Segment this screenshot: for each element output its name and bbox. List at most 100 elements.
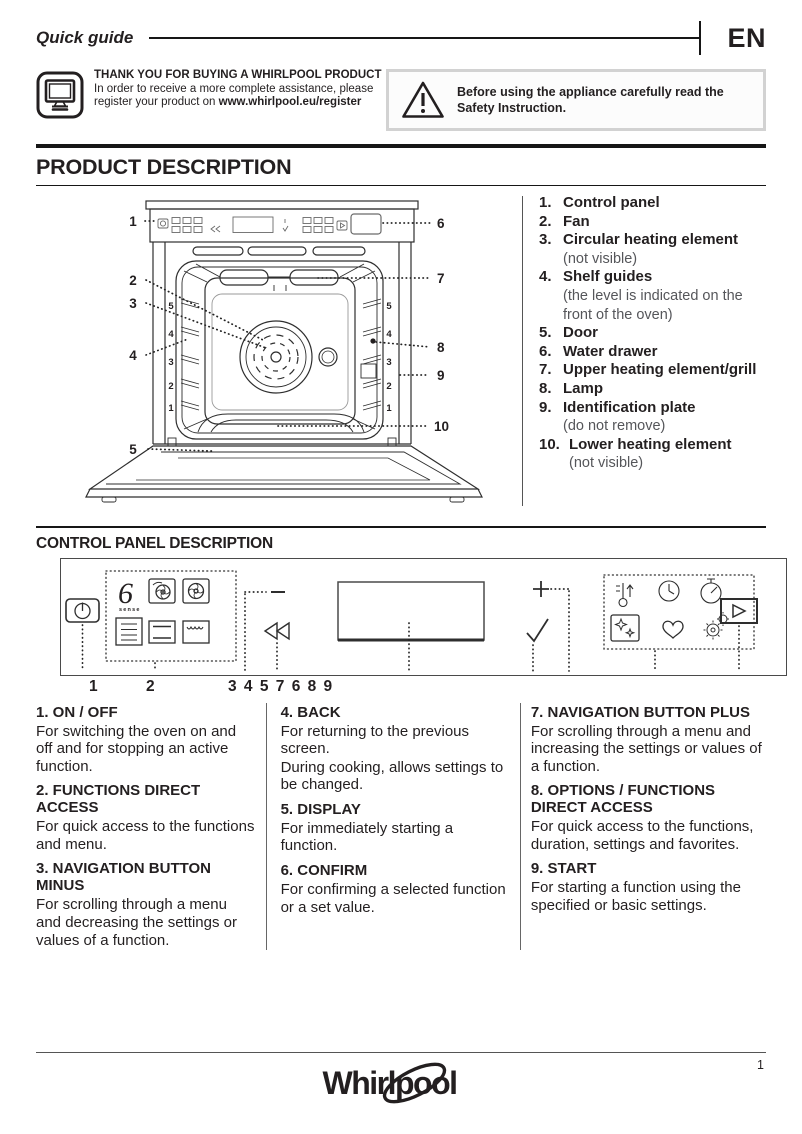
svg-text:2: 2: [129, 273, 137, 288]
svg-text:5: 5: [129, 442, 137, 457]
shelf-level-numbers-right: 5 4 3 2 1: [386, 301, 392, 414]
warning-triangle-icon: [402, 81, 444, 118]
svg-text:4: 4: [129, 348, 137, 363]
item-heading: 1. ON / OFF: [36, 703, 118, 721]
thermometer-icon: [616, 582, 634, 607]
upper-heating-element: [195, 263, 365, 291]
svg-text:10: 10: [434, 419, 449, 434]
svg-text:3: 3: [168, 357, 173, 368]
part-item: 2.Fan: [539, 212, 590, 230]
timer-icon: [700, 577, 722, 604]
oven-diagram: 5 4 3 2 1 5 4 3 2 1: [85, 200, 483, 503]
item-heading: 4. BACK: [280, 703, 341, 721]
svg-text:1: 1: [129, 214, 137, 229]
control-panel-figure: 6 sense: [60, 557, 787, 676]
item-heading: 7. NAVIGATION BUTTON PLUS: [530, 703, 751, 721]
cavity-bottom: [197, 413, 365, 433]
svg-text:5: 5: [386, 301, 392, 312]
register-url: www.whirlpool.eu/register: [218, 96, 362, 108]
part-item: 4.Shelf guides(the level is indicated on…: [539, 268, 743, 323]
language-code: EN: [727, 22, 766, 53]
section-rule: [36, 526, 766, 528]
panel-callout-lines: [81, 587, 740, 672]
part-item: 8.Lamp: [539, 379, 604, 397]
register-block: THANK YOU FOR BUYING A WHIRLPOOL PRODUCT…: [36, 69, 386, 131]
fan: [239, 320, 313, 394]
description-column-2: 4. BACK For returning to the previous sc…: [265, 702, 520, 951]
item-heading: 8. OPTIONS / FUNCTIONS DIRECT ACCESS: [530, 782, 716, 817]
register-monitor-icon: [36, 71, 84, 119]
options-group: [603, 573, 755, 650]
header-rule: [149, 37, 699, 39]
clean-sparkle-icon: [610, 613, 640, 642]
whirlpool-logo: Whirlpool: [319, 1056, 484, 1110]
part-item: 3.Circular heating element(not visible): [539, 231, 739, 267]
svg-text:1: 1: [168, 403, 174, 414]
clock-icon: [658, 579, 680, 602]
oven-cavity: [175, 260, 384, 440]
svg-text:sense: sense: [119, 607, 141, 613]
oven-mini-control-panel: [157, 213, 382, 235]
svg-text:6: 6: [437, 216, 445, 231]
page-number: 1: [757, 1058, 764, 1072]
item-heading: 3. NAVIGATION BUTTON MINUS: [36, 860, 212, 895]
display-screen: [337, 580, 485, 641]
settings-gears-icon: [703, 611, 729, 639]
grill-icon: [182, 619, 210, 644]
svg-text:1: 1: [386, 403, 392, 414]
water-drawer: [350, 213, 382, 235]
svg-text:5: 5: [168, 301, 174, 312]
lamp-marker: [370, 338, 376, 344]
menu-lines-icon: [115, 616, 143, 646]
button-descriptions: 1. ON / OFF For switching the oven on an…: [36, 702, 766, 951]
part-item: 9.Identification plate(do not remove): [539, 398, 696, 435]
thankyou-title: THANK YOU FOR BUYING A WHIRLPOOL PRODUCT: [94, 69, 382, 81]
item-body: For scrolling through a menu and decreas…: [36, 896, 237, 949]
section-rule: [36, 144, 766, 148]
part-item: 5.Door: [539, 324, 598, 342]
conventional-icon: [148, 619, 176, 644]
product-description-title: PRODUCT DESCRIPTION: [36, 154, 292, 179]
item-body: For immediately starting a function.: [280, 819, 454, 855]
confirm-check-icon: [526, 618, 549, 642]
figure-list-divider: [522, 196, 523, 506]
callout-numbers: 1 2 3 4 5 6 7 8 9 10: [129, 214, 449, 457]
svg-text:8: 8: [437, 340, 445, 355]
item-heading: 9. START: [530, 860, 597, 878]
panel-number-2: 2: [146, 677, 155, 695]
svg-text:6: 6: [118, 577, 133, 610]
thankyou-text: In order to receive a more complete assi…: [94, 82, 374, 109]
start-button-icon: [720, 597, 758, 624]
item-body: For switching the oven on and off and fo…: [36, 722, 237, 775]
oven-door: [85, 437, 483, 503]
oven-top: [145, 200, 419, 243]
back-icon: [263, 621, 290, 640]
safety-warning-box: Before using the appliance carefully rea…: [386, 69, 766, 131]
plus-icon: [533, 580, 549, 597]
part-item: 6.Water drawer: [539, 342, 658, 360]
identification-plate: [360, 363, 377, 379]
svg-text:3: 3: [386, 357, 391, 368]
item-body: For starting a function using the specif…: [530, 879, 741, 915]
warning-text: Before using the appliance carefully rea…: [457, 85, 724, 115]
part-item: 7.Upper heating element/grill: [539, 361, 757, 379]
item-body: For confirming a selected function or a …: [280, 881, 506, 916]
item-body: During cooking, allows settings to be ch…: [280, 758, 504, 794]
svg-text:2: 2: [386, 381, 391, 392]
panel-number-group: 3 4 5 7 6 8 9: [228, 677, 334, 695]
item-body: For returning to the previous screen.: [280, 722, 470, 758]
description-column-1: 1. ON / OFF For switching the oven on an…: [36, 703, 266, 951]
control-panel-title: CONTROL PANEL DESCRIPTION: [36, 534, 273, 552]
shelf-level-numbers-left: 5 4 3 2 1: [168, 301, 174, 414]
item-heading: 5. DISPLAY: [280, 800, 361, 818]
lamp-housing: [318, 347, 338, 367]
panel-number-labels: 1 2 3 4 5 7 6 8 9: [60, 676, 766, 701]
fan-icon: [182, 577, 210, 604]
svg-text:9: 9: [437, 368, 445, 383]
item-heading: 2. FUNCTIONS DIRECT ACCESS: [36, 782, 201, 817]
title-underline: [36, 184, 766, 186]
part-item: 10.Lower heating element(not visible): [539, 435, 732, 472]
logo-swoosh: [382, 1062, 447, 1104]
oven-body: [152, 242, 412, 445]
